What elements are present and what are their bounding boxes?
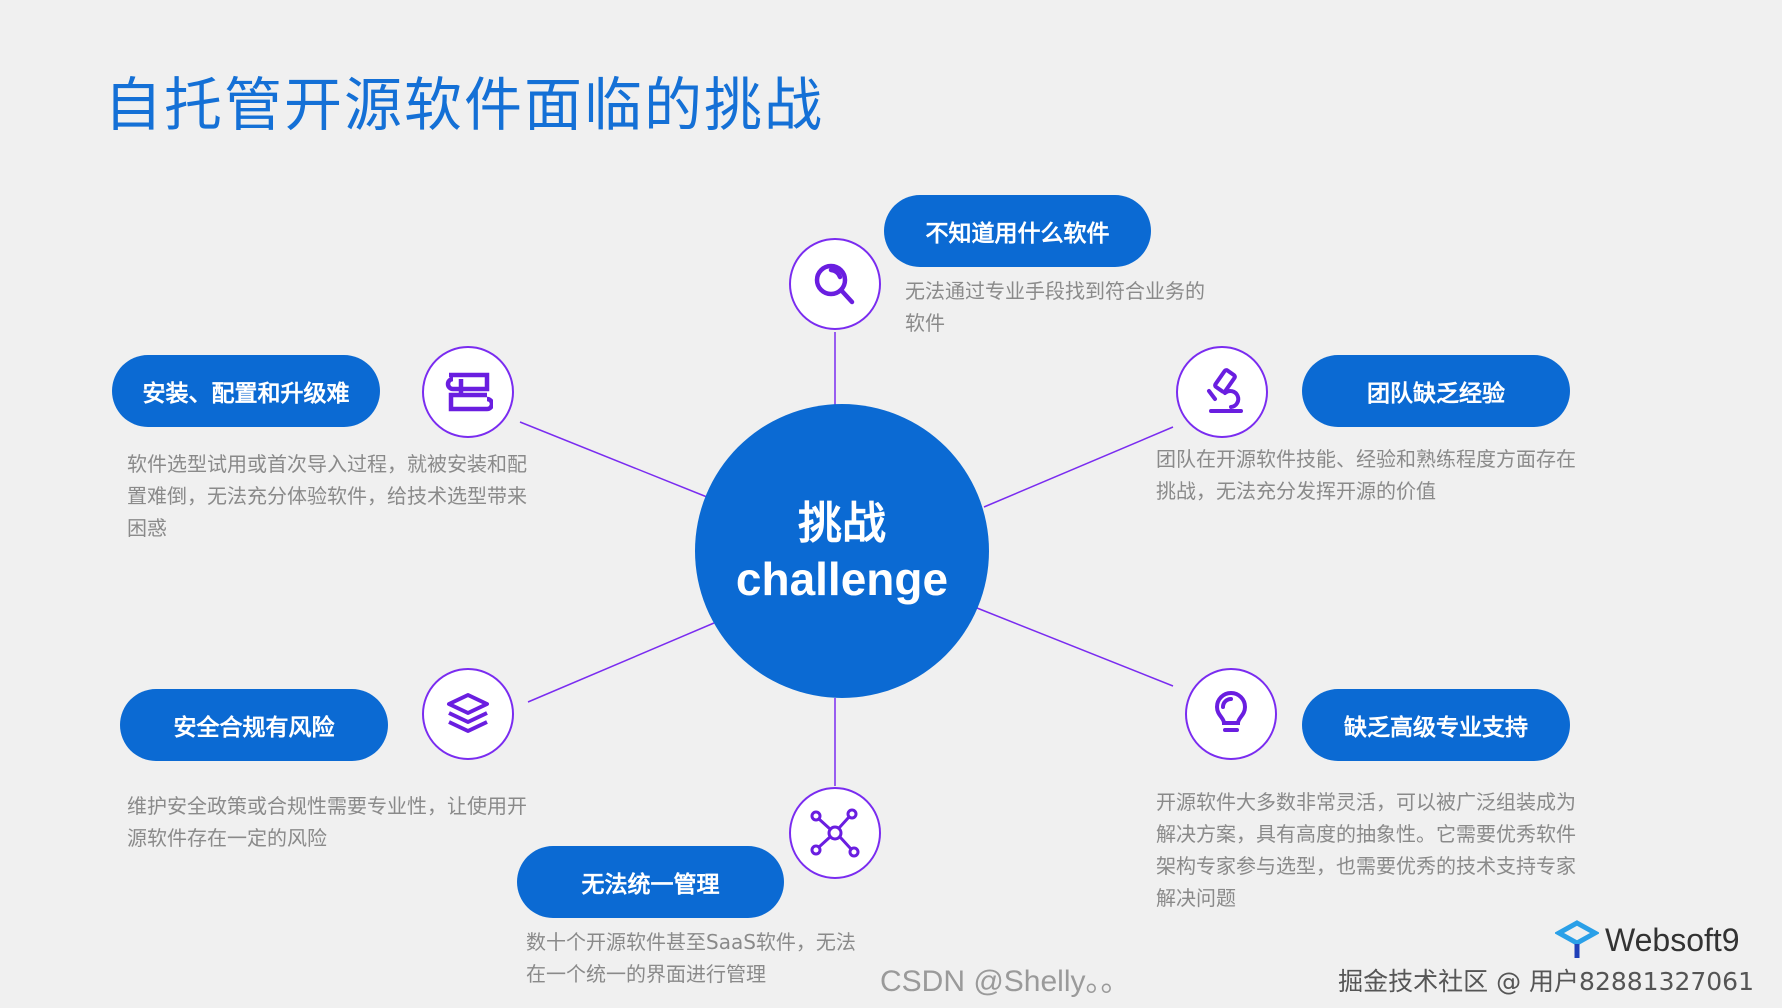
websoft9-cube-icon (1555, 920, 1599, 958)
pill-unified-management: 无法统一管理 (517, 846, 784, 918)
challenge-hub: 挑战 challenge (695, 404, 989, 698)
layers-icon (422, 668, 514, 760)
search-icon (789, 238, 881, 330)
lightbulb-icon (1185, 668, 1277, 760)
csdn-watermark: CSDN @Shelly。。 (880, 965, 1131, 998)
microscope-icon (1176, 346, 1268, 438)
pill-unknown-software: 不知道用什么软件 (884, 195, 1151, 267)
desc-security-compliance: 维护安全政策或合规性需要专业性，让使用开源软件存在一定的风险 (127, 794, 527, 850)
page-title: 自托管开源软件面临的挑战 (104, 71, 825, 139)
stack-book-icon (422, 346, 514, 438)
desc-advanced-support: 开源软件大多数非常灵活，可以被广泛组装成为解决方案，具有高度的抽象性。它需要优秀… (1156, 790, 1576, 910)
desc-install-config: 软件选型试用或首次导入过程，就被安装和配置难倒，无法充分体验软件，给技术选型带来… (127, 452, 527, 540)
connector-line (976, 607, 1174, 687)
network-icon (789, 787, 881, 879)
websoft9-logo: Websoft9 (1555, 920, 1740, 960)
desc-unified-management: 数十个开源软件甚至SaaS软件，无法在一个统一的界面进行管理 (526, 930, 856, 986)
pill-install-config: 安装、配置和升级难 (112, 355, 380, 427)
pill-security-compliance: 安全合规有风险 (120, 689, 388, 761)
hub-title-en: challenge (735, 553, 949, 605)
desc-team-experience: 团队在开源软件技能、经验和熟练程度方面存在挑战，无法充分发挥开源的价值 (1156, 447, 1576, 503)
desc-unknown-software: 无法通过专业手段找到符合业务的软件 (905, 279, 1205, 335)
connector-line (519, 421, 708, 498)
websoft9-logo-text: Websoft9 (1605, 922, 1740, 958)
connector-line (983, 426, 1174, 508)
connector-line (527, 622, 715, 703)
pill-advanced-support: 缺乏高级专业支持 (1302, 689, 1570, 761)
hub-title-zh: 挑战 (798, 498, 886, 549)
juejin-watermark: 掘金技术社区 @ 用户82881327061 (1338, 967, 1754, 996)
pill-team-experience: 团队缺乏经验 (1302, 355, 1570, 427)
